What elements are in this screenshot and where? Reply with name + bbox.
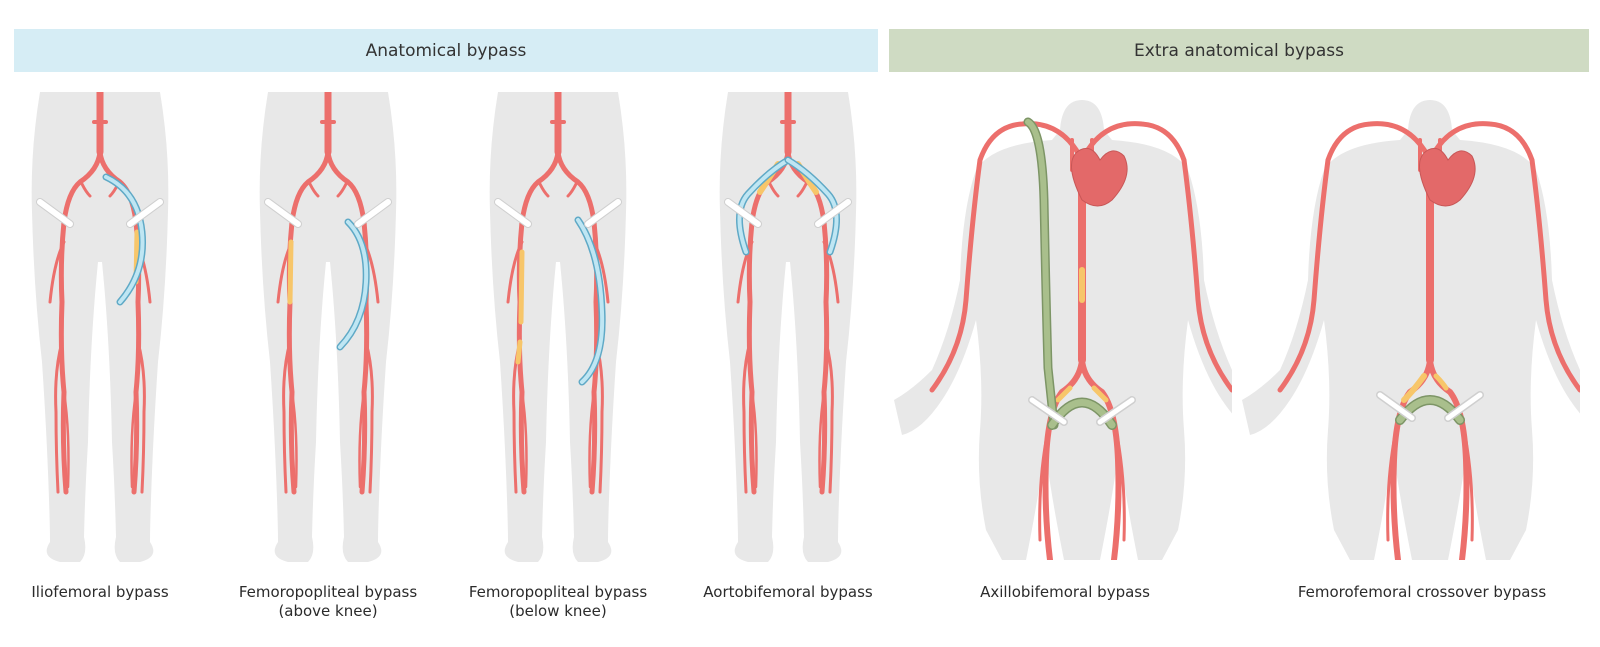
anatomical-bypass-title: Anatomical bypass <box>365 40 527 61</box>
extra-anatomical-bypass-title: Extra anatomical bypass <box>1134 40 1344 61</box>
caption-line: Femoropopliteal bypass <box>468 583 648 601</box>
plaque <box>1055 385 1073 403</box>
caption-subline: (below knee) <box>509 602 607 620</box>
plaque <box>1433 373 1449 391</box>
caption-line: Axillobifemoral bypass <box>980 583 1150 601</box>
caption-aortobifemoral: Aortobifemoral bypass <box>678 583 898 602</box>
plaque <box>515 339 523 365</box>
caption-femoropopliteal-below-knee: Femoropopliteal bypass (below knee) <box>443 583 673 621</box>
anatomical-bypass-header: Anatomical bypass <box>14 29 878 72</box>
extra-anatomical-bypass-header: Extra anatomical bypass <box>889 29 1589 72</box>
caption-line: Femorofemoral crossover bypass <box>1297 583 1547 601</box>
heart-icon <box>1071 147 1128 207</box>
plaque <box>518 249 525 325</box>
body-silhouette <box>894 100 1232 560</box>
caption-line: Aortobifemoral bypass <box>703 583 873 601</box>
caption-femoropopliteal-above-knee: Femoropopliteal bypass (above knee) <box>213 583 443 621</box>
body-silhouette <box>1242 100 1580 560</box>
axillobifemoral-figure <box>894 100 1232 560</box>
iliofemoral-figure <box>31 92 169 562</box>
surgical-clamps <box>1376 391 1484 422</box>
caption-iliofemoral: Iliofemoral bypass <box>0 583 200 602</box>
body-silhouette <box>489 92 627 562</box>
plaque <box>287 239 294 305</box>
caption-line: Iliofemoral bypass <box>31 583 169 601</box>
femoropopliteal-above-knee-figure <box>259 92 397 562</box>
femorofemoral-crossover-figure <box>1242 100 1580 560</box>
caption-femorofemoral-crossover: Femorofemoral crossover bypass <box>1272 583 1572 602</box>
heart-icon <box>1419 147 1476 207</box>
plaque <box>1091 385 1109 403</box>
caption-axillobifemoral: Axillobifemoral bypass <box>945 583 1185 602</box>
femoropopliteal-below-knee-figure <box>489 92 627 562</box>
plaque <box>1401 373 1427 403</box>
aortobifemoral-figure <box>719 92 857 562</box>
body-silhouette <box>259 92 397 562</box>
caption-line: Femoropopliteal bypass <box>238 583 418 601</box>
surgical-clamps <box>1028 396 1136 426</box>
caption-subline: (above knee) <box>278 602 378 620</box>
body-silhouette <box>31 92 169 562</box>
